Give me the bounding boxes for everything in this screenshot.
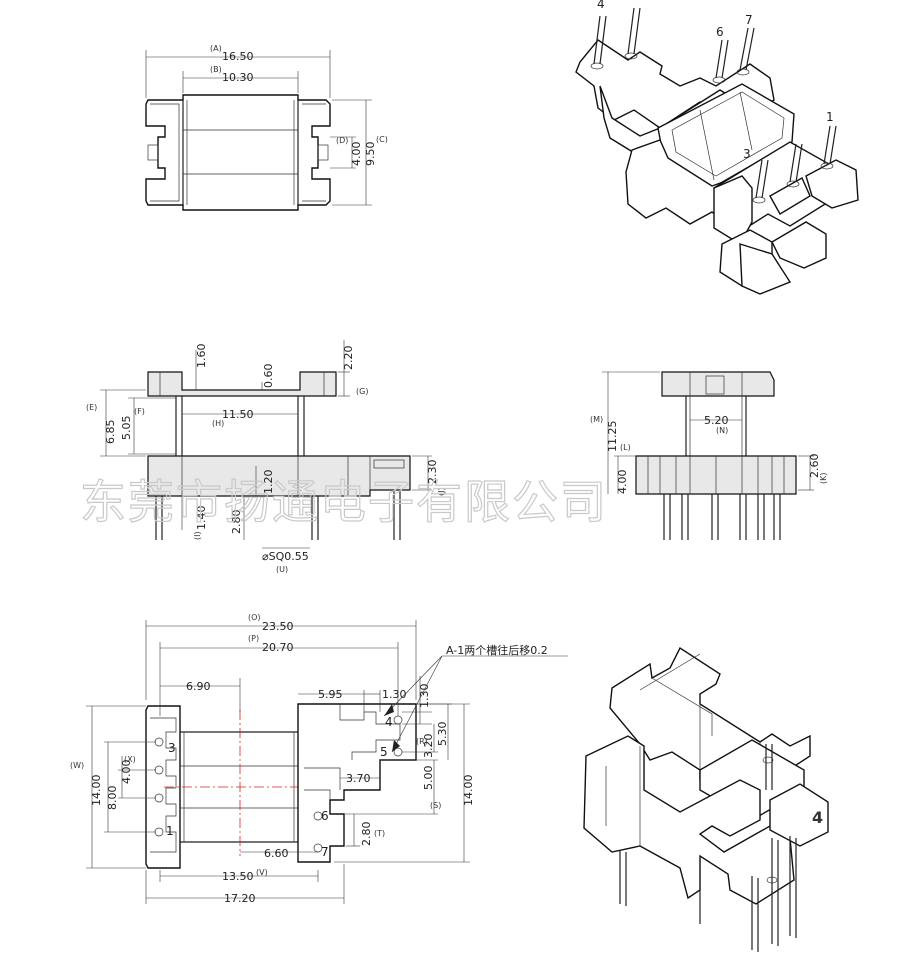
dim-I-label: (I)	[193, 531, 202, 540]
dim-O-value: 23.50	[262, 620, 294, 633]
side-view: 11.25 (M) 5.20 (N) 4.00 (L) 2.60 (K)	[590, 371, 828, 540]
dim-front-1-60: 1.60	[195, 344, 208, 369]
dim-bottom-14-00-right: 14.00	[462, 775, 475, 807]
dim-W-label: (W)	[70, 761, 84, 770]
bottom-view: 3 1 6 7 4 5 A-1两个槽往后移0.2 (O) 23.50 (P) 2…	[70, 613, 568, 905]
iso-bottom-view: 4	[583, 646, 829, 952]
dim-M-value: 11.25	[606, 421, 619, 453]
dim-H-value: 11.50	[222, 408, 254, 421]
dim-front-0-60: 0.60	[262, 364, 275, 389]
dim-bottom-5-95: 5.95	[318, 688, 343, 701]
dim-X-value: 4.00	[120, 760, 133, 785]
dim-N-label: (N)	[716, 426, 728, 435]
dim-P-value: 20.70	[262, 641, 294, 654]
iso-pin-6: 6	[716, 25, 724, 39]
dim-bottom-8-00: 8.00	[106, 786, 119, 811]
dim-T-label: (T)	[374, 829, 385, 838]
dim-U-value: ⌀SQ0.55	[262, 550, 309, 563]
dim-bottom-17-20: 17.20	[224, 892, 256, 905]
dim-D-value: 4.00	[350, 142, 363, 167]
dim-O-label: (O)	[248, 613, 261, 622]
dim-B-label: (B)	[210, 65, 222, 74]
dim-front-2-80: 2.80	[230, 510, 243, 535]
dim-H-label: (H)	[212, 419, 224, 428]
dim-R-label: (R)	[416, 737, 428, 746]
dim-bottom-6-90: 6.90	[186, 680, 211, 693]
dim-A-label: (A)	[210, 44, 222, 53]
dim-B-value: 10.30	[222, 71, 254, 84]
iso-pin-4: 4	[597, 0, 605, 11]
dim-V-label: (V)	[256, 868, 268, 877]
dim-E-value: 6.85	[104, 420, 117, 445]
dim-bottom-6-60: 6.60	[264, 847, 289, 860]
front-view: 1.60 0.60 2.20 (G) 6.85 (E) 5.05 (F) 11.…	[86, 340, 446, 574]
dim-R-value: 3.20	[422, 734, 435, 759]
dim-W-value: 14.00	[90, 775, 103, 807]
dim-G-value: 2.20	[342, 346, 355, 371]
dim-K-label: (K)	[819, 473, 828, 485]
dim-A-value: 16.50	[222, 50, 254, 63]
bottom-pin-5: 5	[380, 745, 388, 759]
bottom-pin-3: 3	[168, 741, 176, 755]
dim-D-label: (D)	[336, 136, 348, 145]
dim-bottom-5-30: 5.30	[436, 722, 449, 747]
dim-E-label: (E)	[86, 403, 97, 412]
iso-top-view: 4 6 7 1 3	[575, 0, 859, 295]
dim-bottom-1-30a: 1.30	[382, 688, 407, 701]
dim-C-value: 9.50	[364, 142, 377, 167]
bottom-pin-4: 4	[385, 715, 393, 729]
dim-G-label: (G)	[356, 387, 368, 396]
dim-N-value: 5.20	[704, 414, 729, 427]
dim-C-label: (C)	[376, 135, 388, 144]
iso-pin-3: 3	[743, 147, 751, 161]
dim-L-label: (L)	[620, 443, 631, 452]
dim-bottom-1-30b: 1.30	[418, 684, 431, 709]
dim-F-value: 5.05	[120, 416, 133, 441]
dim-U-label: (U)	[276, 565, 288, 574]
dim-F-label: (F)	[134, 407, 145, 416]
company-watermark: 东莞市扬通电子有限公司	[80, 475, 608, 529]
bottom-pin-6: 6	[321, 809, 329, 823]
dim-T-value: 2.80	[360, 822, 373, 847]
iso-pin-7: 7	[745, 13, 753, 27]
dim-L-value: 4.00	[616, 470, 629, 495]
dim-S-label: (S)	[430, 801, 441, 810]
iso-mark-4: 4	[812, 808, 823, 827]
dim-I-value: 1.40	[195, 506, 208, 531]
dim-front-1-20: 1.20	[262, 470, 275, 495]
dim-P-label: (P)	[248, 634, 259, 643]
dim-J-label: (J)	[437, 487, 446, 496]
note-slot-shift: A-1两个槽往后移0.2	[446, 643, 548, 657]
dim-bottom-3-70: 3.70	[346, 772, 371, 785]
dim-V-value: 13.50	[222, 870, 254, 883]
dim-J-value: 2.30	[426, 460, 439, 485]
dim-S-value: 5.00	[422, 766, 435, 791]
bottom-pin-1: 1	[166, 824, 174, 838]
iso-pin-1: 1	[826, 110, 834, 124]
dim-M-label: (M)	[590, 415, 603, 424]
dim-X-label: (X)	[124, 755, 136, 764]
top-view: (A) 16.50 (B) 10.30 9.50 (C) 4.00 (D)	[145, 44, 388, 211]
dim-K-value: 2.60	[808, 454, 821, 479]
bottom-pin-7: 7	[321, 845, 329, 859]
